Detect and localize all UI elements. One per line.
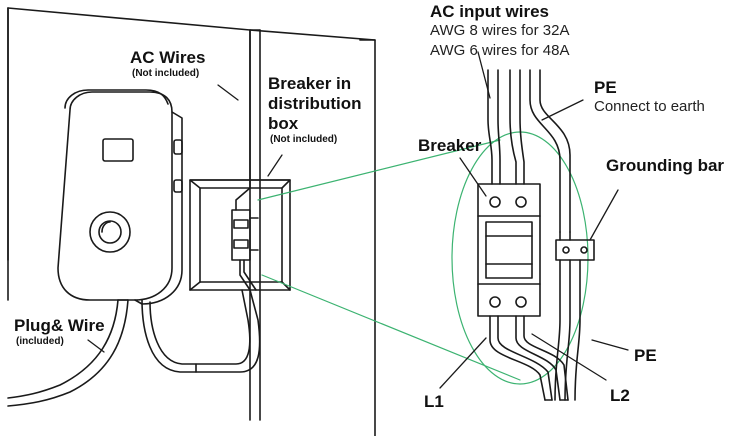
pointer-arrows [87,51,629,389]
l1-label: L1 [424,392,444,411]
breaker-label: Breaker [418,136,482,155]
ac-input-line1: AWG 8 wires for 32A [430,22,570,39]
plug-wire-note: (included) [16,336,64,347]
breaker-box-label-line1: Breaker in [268,74,352,93]
breaker-box [189,179,291,291]
breaker-box-label-line3: box [268,114,299,133]
breaker-box-note: (Not included) [270,134,338,145]
charger-to-box-cable [141,289,261,373]
plug-wire-label: Plug& Wire [14,316,105,335]
grounding-bar-label: Grounding bar [606,156,725,175]
ac-wires-label: AC Wires [130,48,206,67]
ac-input-title: AC input wires [430,2,550,21]
pe-top-label: PE [594,78,617,97]
plug-wire [7,299,129,407]
zoom-input-wires [487,69,571,233]
ev-charger [57,89,183,305]
breaker-box-label-line2: distribution [268,94,362,113]
zoom-breaker [477,183,541,317]
l2-label: L2 [610,386,630,405]
zoom-guide [257,131,589,385]
pe-top-note: Connect to earth [594,98,705,115]
pe-bottom-label: PE [634,346,657,365]
ac-input-line2: AWG 6 wires for 48A [430,42,570,59]
zoom-output-wires [489,315,569,401]
ac-wires-note: (Not included) [132,68,200,79]
